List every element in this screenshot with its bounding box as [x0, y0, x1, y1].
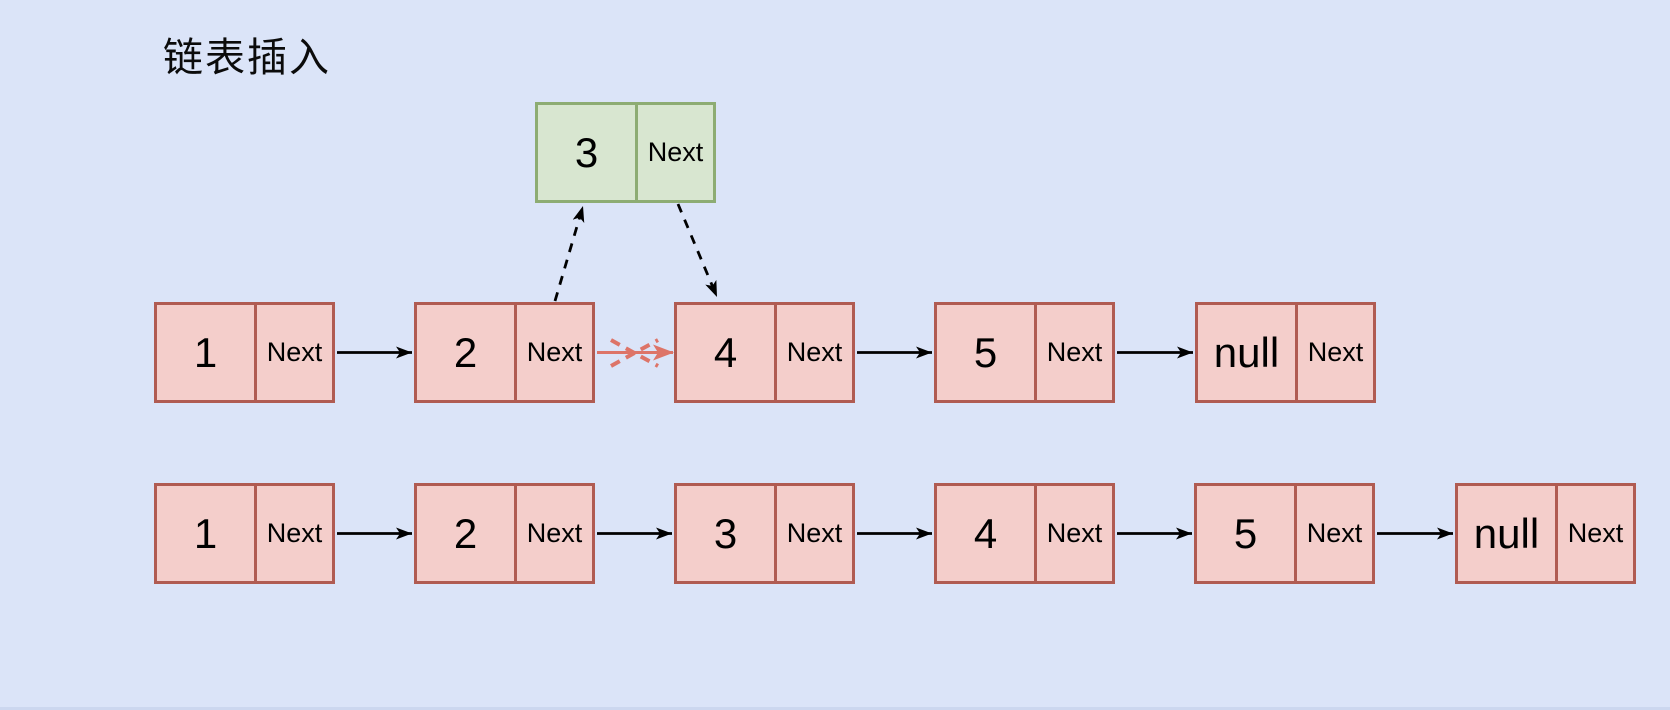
node-value: 3 — [538, 105, 638, 200]
node-next-pointer: Next — [1307, 337, 1364, 367]
after-node-5: 5 Next — [1194, 483, 1375, 584]
after-node-2: 2 Next — [414, 483, 595, 584]
broken-link-cross-stroke-2 — [610, 338, 659, 368]
node-next-pointer: Next — [526, 337, 583, 367]
arrow-dashed-2-to-3 — [553, 205, 585, 302]
canvas-bottom-edge — [0, 707, 1670, 710]
node-value: 4 — [677, 305, 777, 400]
node-value: 5 — [1197, 486, 1297, 581]
node-next-pointer: Next — [1306, 518, 1363, 548]
node-next-pointer: Next — [1567, 518, 1624, 548]
node-next-pointer: Next — [266, 337, 323, 367]
after-node-null: null Next — [1455, 483, 1636, 584]
node-next-pointer: Next — [1046, 518, 1103, 548]
node-value: 1 — [157, 486, 257, 581]
node-next-pointer: Next — [786, 337, 843, 367]
node-value: null — [1458, 486, 1558, 581]
node-next-pointer: Next — [647, 137, 704, 167]
node-value: 3 — [677, 486, 777, 581]
during-node-2: 2 Next — [414, 302, 595, 403]
node-next-pointer: Next — [1046, 337, 1103, 367]
diagram-title: 链表插入 — [163, 36, 331, 80]
during-node-null: null Next — [1195, 302, 1376, 403]
after-node-4: 4 Next — [934, 483, 1115, 584]
arrow-dashed-3-to-4 — [676, 203, 719, 298]
after-node-1: 1 Next — [154, 483, 335, 584]
node-next-pointer: Next — [786, 518, 843, 548]
node-value: 2 — [417, 486, 517, 581]
after-node-3: 3 Next — [674, 483, 855, 584]
during-node-4: 4 Next — [674, 302, 855, 403]
node-next-pointer: Next — [526, 518, 583, 548]
broken-link-cross-stroke-1 — [610, 338, 659, 368]
node-value: null — [1198, 305, 1298, 400]
inserted-node-3: 3 Next — [535, 102, 716, 203]
node-value: 4 — [937, 486, 1037, 581]
node-value: 1 — [157, 305, 257, 400]
node-next-pointer: Next — [266, 518, 323, 548]
node-value: 2 — [417, 305, 517, 400]
during-node-1: 1 Next — [154, 302, 335, 403]
during-node-5: 5 Next — [934, 302, 1115, 403]
node-value: 5 — [937, 305, 1037, 400]
